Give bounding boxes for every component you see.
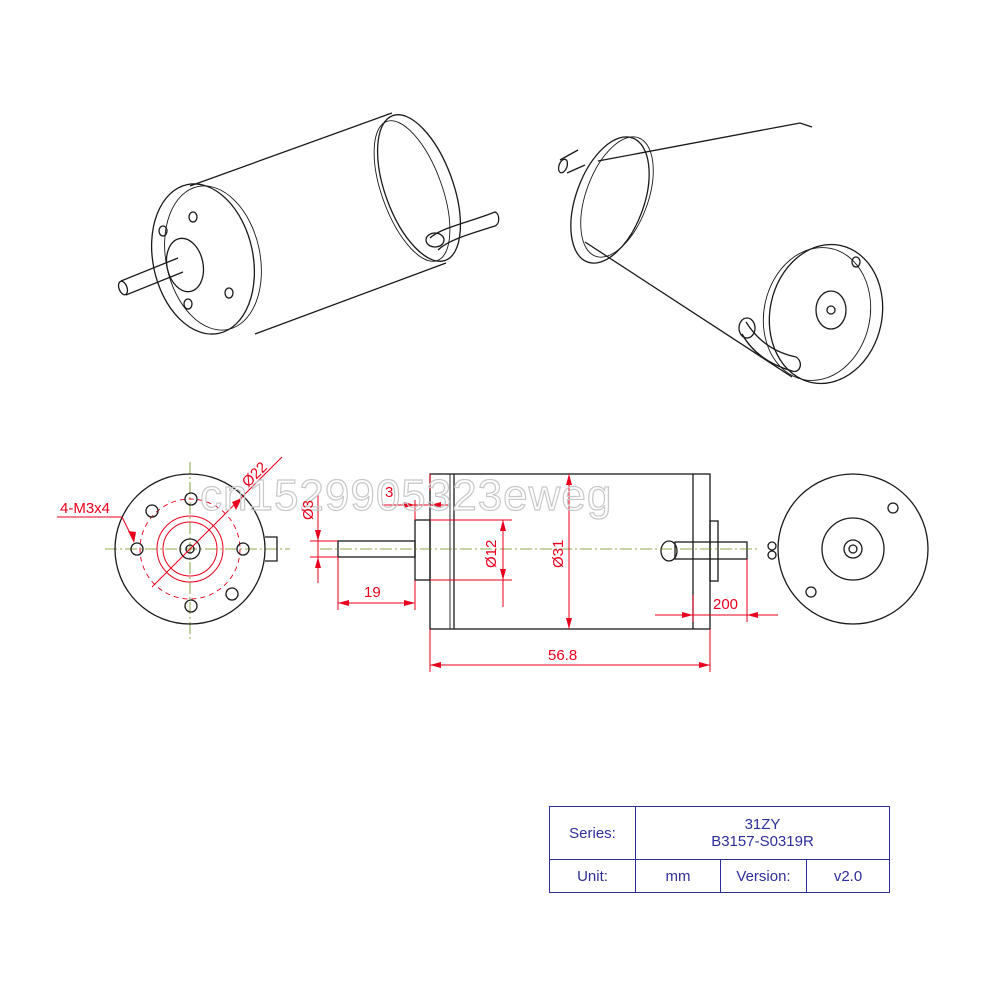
label-body-length: 56.8 (548, 647, 577, 664)
dim-568-arrow1 (430, 662, 441, 668)
front-boss-circle (156, 515, 224, 583)
series-label-cell: Series: (550, 807, 636, 860)
iso2-front-cap (570, 136, 650, 264)
front-hole-4 (225, 587, 239, 601)
dim-d31-arrow1 (566, 474, 572, 485)
iso2-shaft (559, 149, 586, 174)
iso-view-rear (557, 122, 884, 385)
iso2-top-edge (597, 122, 813, 162)
iso-view-front (117, 112, 500, 335)
label-mount-holes: 4-M3x4 (60, 500, 110, 517)
dim-568-arrow2 (699, 662, 710, 668)
front-boss-inner (162, 521, 218, 577)
version-value-cell: v2.0 (807, 860, 889, 892)
iso1-rear-cap-inner (373, 120, 451, 262)
dim-200-arrow1 (682, 612, 693, 618)
unit-value: mm (665, 867, 691, 885)
series-label: Series: (569, 824, 616, 842)
iso1-hole-2 (224, 287, 234, 299)
dim-3-arrow1 (404, 502, 415, 508)
iso2-lead-exit (738, 317, 756, 339)
iso1-lead-exit (425, 232, 445, 248)
iso1-top-edge (189, 112, 393, 187)
side-lead-wire (674, 541, 748, 560)
iso2-lead-wire (741, 321, 802, 373)
side-view (310, 473, 778, 672)
version-label-cell: Version: (721, 860, 807, 892)
iso2-shaft-end (557, 158, 569, 174)
series-value-cell: 31ZY B3157-S0319R (636, 807, 889, 860)
iso2-front-cap-rim (580, 136, 654, 258)
iso1-hole-1 (188, 211, 198, 223)
dim-d3-arrow1 (315, 530, 321, 541)
rear-boss-circle (821, 517, 885, 581)
side-boss (414, 519, 431, 581)
side-rear-bump (709, 520, 719, 582)
iso2-hole (851, 256, 861, 268)
version-label: Version: (736, 867, 791, 885)
front-end-view (57, 456, 290, 640)
label-shaft-length: 19 (364, 584, 381, 601)
iso1-bottom-edge (254, 262, 447, 335)
rear-hole-2 (805, 586, 817, 598)
front-outer-circle (114, 473, 266, 625)
front-hole-1 (145, 504, 159, 518)
unit-label: Unit: (577, 867, 608, 885)
label-lead-length: 200 (713, 596, 738, 613)
front-hole-5 (130, 542, 144, 556)
label-boss-dia: Ø12 (483, 540, 500, 568)
iso1-rear-cap (376, 114, 462, 262)
dim-d12-arrow2 (500, 569, 506, 580)
label-shaft-dia: Ø3 (300, 500, 317, 520)
dim-d3-arrow2 (315, 557, 321, 568)
iso1-lead-wire (429, 211, 500, 251)
front-hole-6 (184, 599, 198, 613)
unit-value-cell: mm (636, 860, 721, 892)
unit-label-cell: Unit: (550, 860, 636, 892)
rear-hole-1 (887, 502, 899, 514)
iso1-shaft-end (117, 280, 129, 296)
iso2-rear-face (768, 243, 884, 385)
iso1-front-flange (150, 183, 256, 335)
rear-bearing (843, 539, 863, 559)
rear-center (848, 544, 858, 554)
label-body-dia: Ø31 (550, 540, 567, 568)
iso2-boss (815, 290, 847, 330)
dim-3-arrow2 (430, 502, 441, 508)
series-line2: B3157-S0319R (711, 833, 814, 850)
iso1-shaft (120, 257, 184, 296)
front-shaft-center (185, 544, 195, 554)
title-block: Series: 31ZY B3157-S0319R Unit: mm Versi… (549, 806, 890, 893)
front-shaft-circle (179, 538, 201, 560)
rear-outer-circle (777, 473, 929, 625)
dim-200-arrow2 (747, 612, 758, 618)
version-value: v2.0 (833, 867, 863, 885)
dim-d12-arrow1 (500, 520, 506, 531)
m3-arrow (128, 531, 136, 543)
iso1-hole-3 (158, 225, 168, 237)
dim-19-arrow1 (338, 600, 349, 606)
front-hole-3 (236, 542, 250, 556)
front-lead-stub (265, 536, 278, 562)
iso2-bearing (826, 305, 836, 315)
iso2-rear-face-rim (762, 247, 872, 381)
pcd-arrow (232, 498, 242, 510)
iso1-hole-4 (183, 298, 193, 310)
pcd-leader (151, 456, 283, 588)
iso1-front-flange-rim (164, 185, 262, 331)
dim-d31-arrow2 (566, 618, 572, 629)
dim-19-arrow2 (404, 600, 415, 606)
iso2-bottom-edge (584, 241, 793, 378)
rear-lead-2 (767, 550, 777, 560)
front-pcd-circle (139, 498, 241, 600)
series-line1: 31ZY (744, 816, 781, 833)
front-hole-2 (184, 492, 198, 506)
side-lead-exit (660, 540, 678, 562)
rear-lead-1 (767, 541, 777, 551)
rear-end-view (767, 473, 929, 625)
watermark-text: cn1529905323eweg (200, 471, 612, 520)
label-flange-step: 3 (385, 484, 393, 501)
iso1-boss (165, 237, 205, 293)
